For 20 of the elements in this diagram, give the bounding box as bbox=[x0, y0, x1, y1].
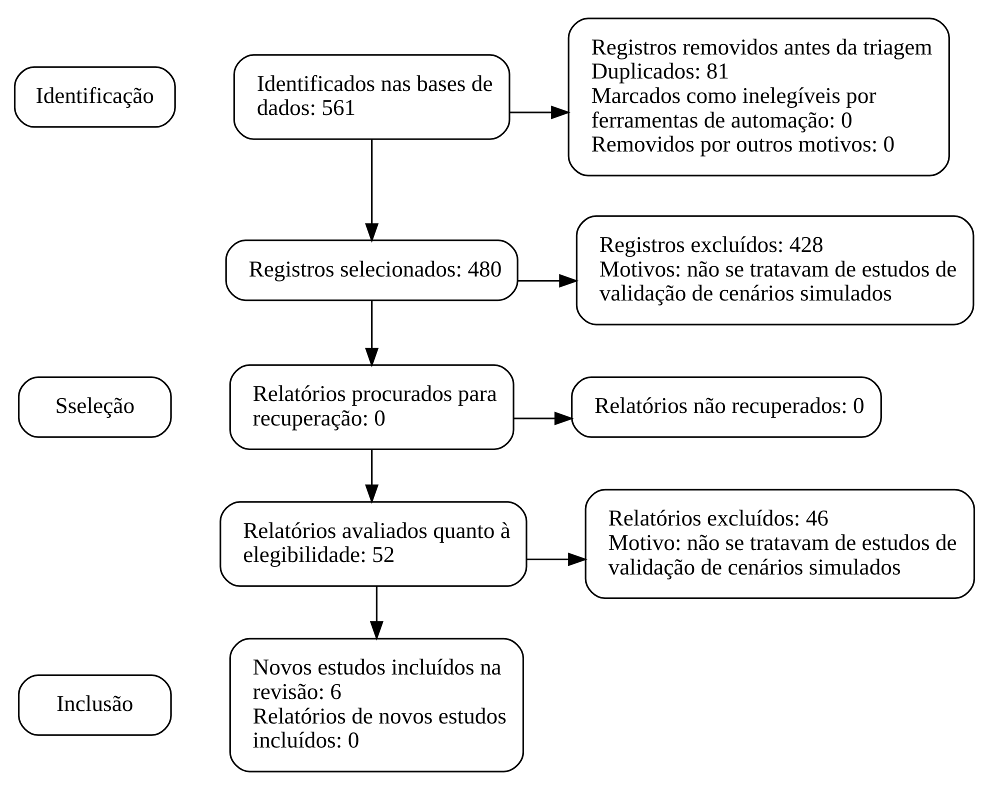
arrow bbox=[365, 138, 379, 242]
arrow bbox=[518, 274, 579, 288]
node-box: Identificados nas bases de dados: 561 bbox=[233, 54, 510, 140]
node-box: Relatórios avaliados quanto à elegibilidade: 52 bbox=[220, 500, 528, 586]
arrow bbox=[510, 105, 571, 119]
arrow bbox=[365, 300, 379, 367]
arrow bbox=[514, 411, 574, 425]
node-box: Inclusão bbox=[18, 674, 172, 736]
arrow bbox=[370, 586, 384, 640]
node-box: Registros selecionados: 480 bbox=[225, 239, 518, 301]
arrow bbox=[526, 552, 588, 566]
node-box: Relatórios não recuperados: 0 bbox=[571, 376, 882, 438]
node-box: Relatórios excluídos: 46 Motivo: não se tratavam de estudos de validação de cenários simulados bbox=[584, 488, 976, 599]
node-box: Registros excluídos: 428 Motivos: não se tratavam de estudos de validação de cenários simulados bbox=[576, 214, 974, 325]
node-box: Sseleção bbox=[18, 376, 172, 438]
node-box: Novos estudos incluídos na revisão: 6 Relatórios de novos estudos incluídos: 0 bbox=[229, 637, 524, 772]
node-box: Registros removidos antes da triagem Duplicados: 81 Marcados como inelegíveis por ferramentas de automação: 0 Removidos por outros motivos: 0 bbox=[568, 17, 950, 176]
node-box: Identificação bbox=[14, 66, 176, 128]
arrow bbox=[365, 449, 379, 504]
node-box: Relatórios procurados para recuperação: 0 bbox=[229, 364, 514, 450]
